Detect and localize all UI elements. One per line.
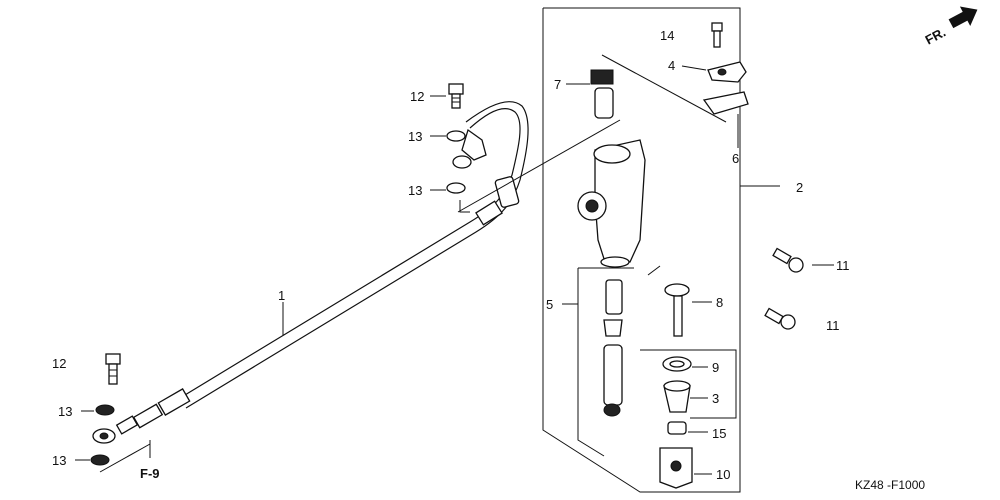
upper-washer-13a bbox=[446, 130, 466, 142]
guide-line-hose bbox=[457, 119, 621, 213]
callout-13-lower-a: 13 bbox=[58, 404, 72, 419]
assembly-boundary bbox=[542, 7, 780, 493]
callout-12-upper: 12 bbox=[410, 89, 424, 104]
callout-12-lower: 12 bbox=[52, 356, 66, 371]
callout-1: 1 bbox=[278, 288, 285, 303]
callout-13-upper-a: 13 bbox=[408, 129, 422, 144]
callout-3: 3 bbox=[712, 391, 719, 406]
lower-washer-13a bbox=[95, 404, 115, 416]
guide-line-top bbox=[601, 54, 727, 123]
callout-13-lower-b: 13 bbox=[52, 453, 66, 468]
brake-hose bbox=[92, 101, 529, 444]
nut-15 bbox=[667, 421, 687, 435]
oil-joint-7 bbox=[590, 69, 614, 119]
front-direction-indicator: FR. bbox=[923, 6, 978, 48]
callout-10: 10 bbox=[716, 467, 730, 482]
gasket-6 bbox=[702, 91, 749, 115]
reference-page-label: F-9 bbox=[140, 466, 160, 481]
callout-4: 4 bbox=[668, 58, 675, 73]
callout-11-upper: 11 bbox=[836, 258, 850, 273]
diagram-code: KZ48 -F1000 bbox=[855, 478, 925, 492]
callout-6: 6 bbox=[732, 151, 739, 166]
front-direction-text: FR. bbox=[923, 24, 949, 47]
piston-set-5 bbox=[562, 267, 634, 457]
leader-lines bbox=[75, 65, 834, 475]
lower-washer-13b bbox=[90, 454, 110, 466]
bolt-11-upper bbox=[772, 247, 804, 273]
front-arrow-icon bbox=[948, 6, 978, 29]
upper-bolt-12 bbox=[448, 83, 464, 109]
piston-guide bbox=[640, 349, 737, 419]
cap-hole bbox=[717, 68, 727, 76]
callout-14: 14 bbox=[660, 28, 674, 43]
callout-2: 2 bbox=[796, 180, 803, 195]
callout-7: 7 bbox=[554, 77, 561, 92]
reservoir-cap-4 bbox=[707, 61, 747, 83]
screw-14 bbox=[711, 22, 723, 48]
callout-5: 5 bbox=[546, 297, 553, 312]
bolt-11-lower bbox=[764, 307, 796, 330]
callout-13-upper-b: 13 bbox=[408, 183, 422, 198]
upper-washer-13b bbox=[446, 182, 466, 194]
push-rod-8 bbox=[647, 265, 690, 337]
callout-15: 15 bbox=[712, 426, 726, 441]
callout-9: 9 bbox=[712, 360, 719, 375]
master-cylinder-body bbox=[577, 139, 646, 268]
callout-8: 8 bbox=[716, 295, 723, 310]
callout-11-lower: 11 bbox=[826, 318, 840, 333]
lower-bolt-12 bbox=[105, 353, 121, 385]
